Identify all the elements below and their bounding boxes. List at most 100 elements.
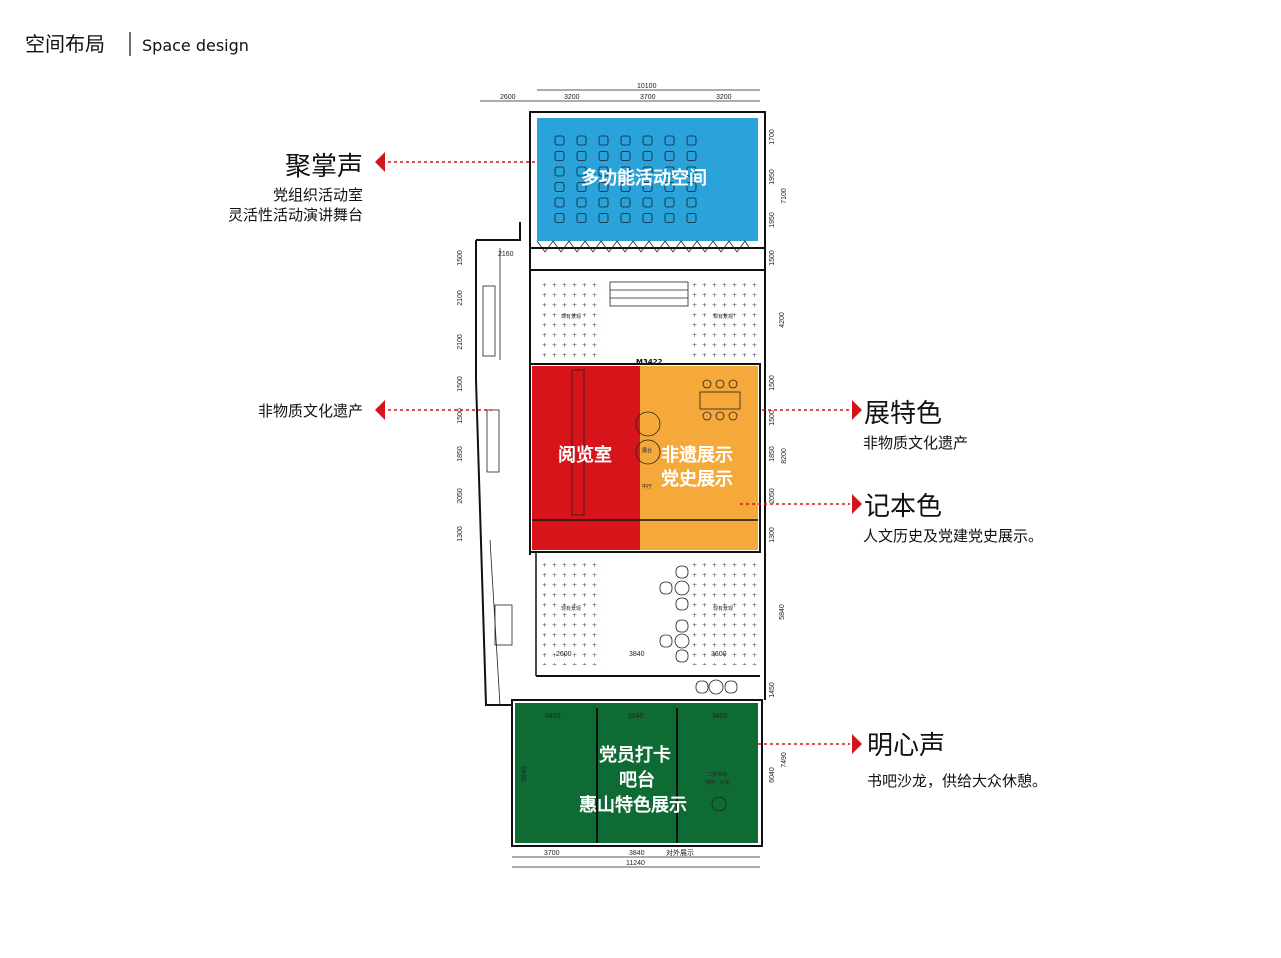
dimension-label: 7100: [781, 188, 788, 204]
chair: [686, 182, 697, 192]
room-label-heritage: 非遗展示: [661, 444, 733, 466]
chair: [642, 213, 653, 223]
annotation-heritage-left: 非物质文化遗产: [258, 400, 492, 420]
dimension-label: 1500: [457, 250, 464, 266]
cafe-seating: [659, 565, 738, 695]
chair: [686, 197, 697, 208]
chair: [664, 135, 675, 146]
seating-grid: [554, 135, 697, 223]
chair: [576, 166, 587, 177]
title-en: Space design: [142, 36, 249, 55]
landscape-right: [692, 280, 757, 360]
svg-text:展台: 展台: [642, 447, 652, 454]
chair: [686, 213, 697, 223]
svg-text:10100: 10100: [637, 83, 657, 90]
room-label-reading: 阅览室: [558, 444, 612, 466]
chair: [664, 213, 675, 223]
bottom-dimensions: 3700 3840 对外展示 11240: [512, 848, 760, 868]
dimension-label: 8200: [781, 448, 788, 464]
stairs: [494, 604, 513, 646]
svg-text:记本色: 记本色: [864, 492, 942, 522]
dimension-label: 4200: [779, 312, 786, 328]
pointer-arrow-icon: [375, 400, 385, 420]
chair: [686, 151, 697, 161]
landscape-right-lower: [692, 557, 757, 665]
dimension-label: 6040: [769, 767, 776, 783]
chair: [598, 135, 609, 146]
svg-text:2160: 2160: [498, 251, 514, 258]
chair: [576, 197, 587, 208]
chair: [554, 151, 565, 161]
svg-text:人文历史及党建党史展示。: 人文历史及党建党史展示。: [863, 527, 1043, 545]
corridor-wall: [475, 222, 531, 706]
chair: [686, 166, 697, 177]
dimension-label: 1500: [769, 250, 776, 266]
annotation-feature: 展特色 非物质文化遗产: [762, 399, 968, 452]
chair: [576, 182, 587, 192]
annotation-roots: 记本色 人文历史及党建党史展示。: [740, 492, 1043, 545]
svg-text:书吧、沙龙: 书吧、沙龙: [705, 779, 730, 786]
dimension-label: 1950: [769, 169, 776, 185]
svg-text:党组织活动室: 党组织活动室: [273, 186, 363, 204]
chair: [598, 151, 609, 161]
dimension-label: 1450: [769, 682, 776, 698]
svg-text:二泉书场: 二泉书场: [707, 771, 727, 778]
dimension-label: 1300: [769, 527, 776, 543]
chair: [576, 135, 587, 146]
title-cn: 空间布局: [25, 32, 105, 56]
party-bar-room: [515, 703, 758, 843]
pointer-arrow-icon: [852, 734, 862, 754]
svg-text:明心声: 明心声: [867, 731, 945, 761]
steps: [609, 281, 689, 307]
svg-text:3400: 3400: [712, 713, 728, 720]
chair: [620, 197, 631, 208]
top-dimensions: 10100 2600 3200 3700 3200: [480, 83, 760, 102]
dimension-label: 5840: [779, 604, 786, 620]
svg-text:11240: 11240: [626, 860, 645, 867]
chair: [554, 197, 565, 208]
chair: [598, 182, 609, 192]
chair: [554, 182, 565, 192]
room-label-checkin: 党员打卡: [599, 744, 671, 766]
svg-text:灵活性活动演讲舞台: 灵活性活动演讲舞台: [228, 206, 363, 224]
multi-function-room: [537, 118, 758, 241]
chair: [598, 166, 609, 177]
chair: [598, 197, 609, 208]
right-dimensions: 1700195019507100150042001500150018502050…: [521, 129, 788, 783]
door-code: M3422: [636, 358, 663, 366]
chair: [642, 182, 653, 192]
chair: [554, 213, 565, 223]
dimension-label: 7490: [781, 752, 788, 768]
svg-text:非物质文化遗产: 非物质文化遗产: [258, 402, 363, 420]
display-shelf: [486, 409, 500, 473]
dimension-label: 1500: [769, 410, 776, 426]
room-label-multi: 多功能活动空间: [581, 167, 707, 189]
dimension-label: 1500: [769, 375, 776, 391]
svg-text:对外展示: 对外展示: [666, 848, 694, 857]
dimension-label: 1950: [769, 212, 776, 228]
svg-text:3540: 3540: [628, 713, 644, 720]
dimension-label: 2050: [457, 488, 464, 504]
dimension-label: 1500: [457, 376, 464, 392]
svg-text:展特色: 展特色: [864, 399, 942, 429]
svg-text:3200: 3200: [716, 94, 732, 101]
chair: [620, 213, 631, 223]
chair: [664, 182, 675, 192]
svg-text:现有景观: 现有景观: [561, 313, 581, 320]
chair: [642, 135, 653, 146]
room-label-party-history: 党史展示: [661, 468, 733, 490]
svg-text:3400: 3400: [545, 713, 561, 720]
curtain-folds: [536, 240, 751, 253]
dimension-label: 1850: [457, 446, 464, 462]
chair: [620, 182, 631, 192]
svg-text:3200: 3200: [564, 94, 580, 101]
dimension-label: 2050: [769, 488, 776, 504]
chair: [620, 135, 631, 146]
chair: [554, 135, 565, 146]
dimension-label: 1850: [769, 446, 776, 462]
svg-text:现有景观: 现有景观: [713, 605, 733, 612]
annotation-gathering: 聚掌声 党组织活动室 灵活性活动演讲舞台: [228, 152, 535, 224]
svg-text:中厅: 中厅: [642, 483, 652, 490]
